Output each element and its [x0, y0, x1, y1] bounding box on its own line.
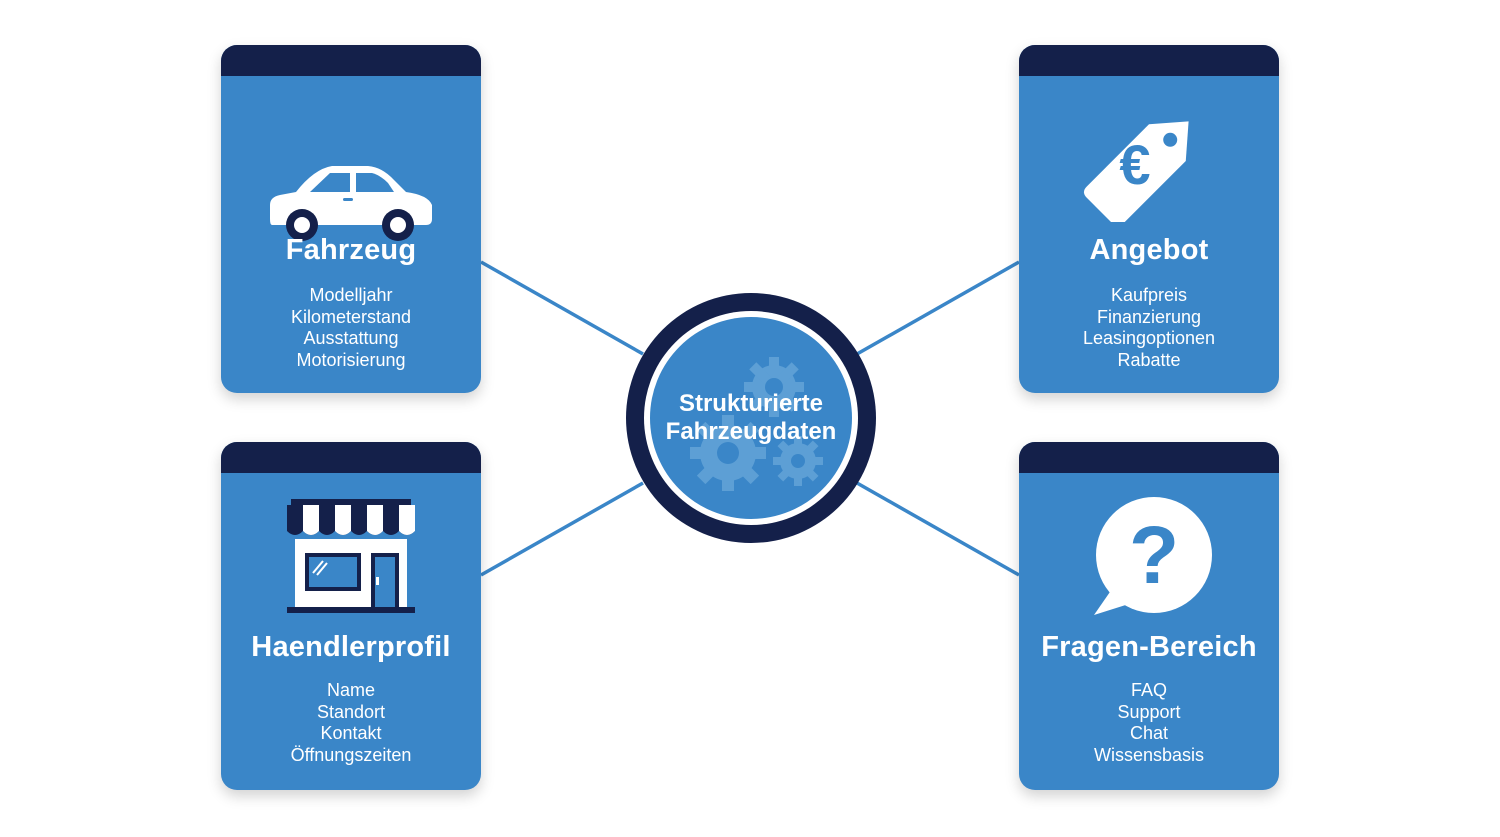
car-icon — [221, 161, 481, 243]
card-item-list: Modelljahr Kilometerstand Ausstattung Mo… — [221, 285, 481, 371]
card-item-list: FAQ Support Chat Wissensbasis — [1019, 680, 1279, 766]
card-item: Motorisierung — [296, 349, 406, 370]
card-fragen-bereich: ? Fragen-Bereich FAQ Support Chat Wissen… — [1019, 442, 1279, 790]
card-item: Modelljahr — [309, 285, 393, 305]
storefront-icon — [221, 497, 481, 617]
card-item: Kaufpreis — [1110, 285, 1188, 305]
card-angebot: € Angebot Kaufpreis Finanzierung Leasing… — [1019, 45, 1279, 393]
card-header-bar — [221, 45, 481, 76]
hub-core: Strukturierte Fahrzeugdaten — [650, 317, 852, 519]
hub-label: Strukturierte Fahrzeugdaten — [650, 317, 852, 519]
hub-ring: Strukturierte Fahrzeugdaten — [644, 311, 858, 525]
question-speech-bubble-icon: ? — [1019, 497, 1279, 619]
connector-fahrzeug — [480, 260, 644, 356]
card-item-list: Kaufpreis Finanzierung Leasingoptionen R… — [1019, 285, 1279, 371]
svg-text:€: € — [1119, 133, 1150, 196]
card-title: Haendlerprofil — [251, 631, 451, 663]
hub-label-line1: Strukturierte — [678, 390, 824, 417]
card-item: Leasingoptionen — [1082, 328, 1216, 348]
card-item: FAQ — [1130, 680, 1167, 700]
card-item: Chat — [1129, 723, 1169, 743]
svg-text:?: ? — [1129, 510, 1179, 601]
card-title: Fragen-Bereich — [1041, 631, 1257, 663]
connector-angebot — [856, 260, 1020, 356]
hub-circle: Strukturierte Fahrzeugdaten — [626, 293, 876, 543]
card-item: Finanzierung — [1096, 306, 1202, 327]
euro-price-tag-icon: € — [1019, 100, 1279, 222]
card-title: Angebot — [1089, 234, 1209, 266]
card-title: Fahrzeug — [285, 234, 417, 266]
connector-haendlerprofil — [480, 481, 644, 577]
gears-icon — [690, 357, 823, 491]
card-item: Kontakt — [320, 723, 382, 743]
card-item: Support — [1117, 701, 1181, 722]
card-header-bar — [1019, 442, 1279, 473]
card-haendlerprofil: Haendlerprofil Name Standort Kontakt Öff… — [221, 442, 481, 790]
hub-label-line2: Fahrzeugdaten — [665, 418, 837, 445]
card-item-list: Name Standort Kontakt Öffnungszeiten — [221, 680, 481, 766]
card-item: Kilometerstand — [290, 306, 412, 327]
card-item: Wissensbasis — [1093, 744, 1205, 765]
card-fahrzeug: Fahrzeug Modelljahr Kilometerstand Ausst… — [221, 45, 481, 393]
card-item: Standort — [316, 701, 386, 722]
card-item: Name — [326, 680, 375, 700]
card-header-bar — [221, 442, 481, 473]
connector-fragen — [856, 481, 1020, 577]
card-item: Rabatte — [1117, 349, 1181, 370]
card-header-bar — [1019, 45, 1279, 76]
card-item: Öffnungszeiten — [290, 744, 412, 765]
card-item: Ausstattung — [303, 328, 399, 348]
